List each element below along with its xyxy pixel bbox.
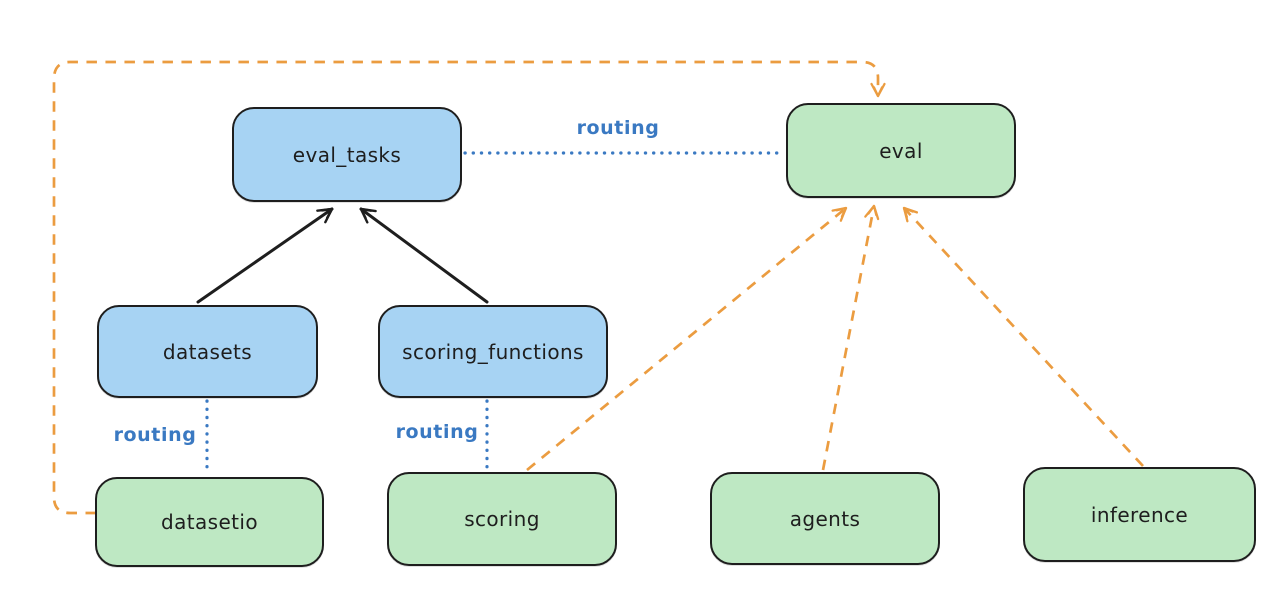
node-datasets: datasets [97,305,318,398]
node-eval_tasks: eval_tasks [232,107,462,202]
edge-label-routing-scoring: routing [395,421,479,443]
node-label: eval_tasks [292,142,402,167]
edge-inference-to-eval [902,206,1144,467]
node-label: eval [879,138,923,163]
node-label: scoring_functions [402,339,584,364]
node-label: datasets [162,339,253,364]
edge-label-routing-top: routing [576,117,660,139]
edge-scoring_functions-to-eval_tasks [359,207,489,304]
edge-datasets-to-eval_tasks [196,207,334,304]
node-inference: inference [1023,467,1256,562]
edge-datasetio-to-eval [52,60,886,515]
node-label: datasetio [160,510,258,534]
node-datasetio: datasetio [95,477,324,567]
node-agents: agents [710,472,940,565]
node-label: scoring [464,507,540,531]
node-label: inference [1090,502,1189,527]
edge-agents-to-eval [821,204,880,471]
edge-label-routing-datasets: routing [113,424,197,446]
node-scoring_functions: scoring_functions [378,305,608,398]
node-eval: eval [786,103,1016,198]
node-scoring: scoring [387,472,617,566]
node-label: agents [789,506,861,531]
edge-scoring-to-eval [526,206,848,472]
